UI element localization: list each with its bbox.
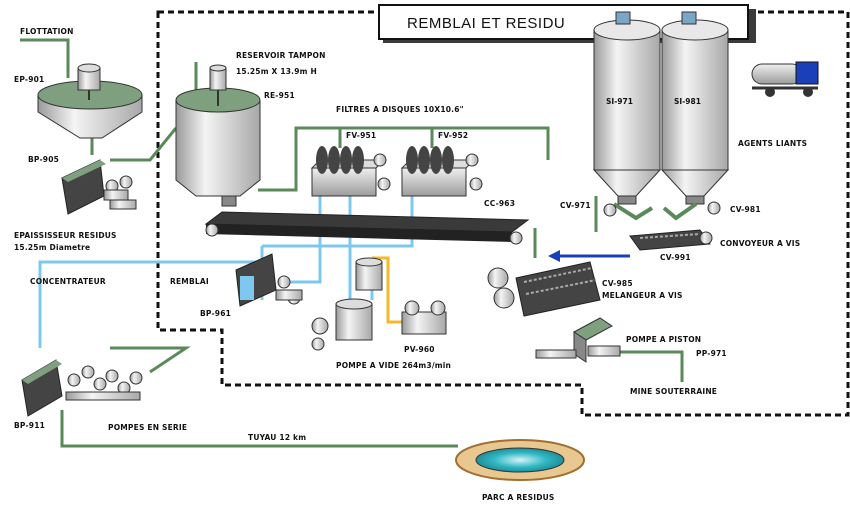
label-pompes-serie: POMPES EN SERIE (108, 423, 187, 432)
silo-si-971 (592, 11, 662, 205)
label-fv-952: FV-952 (438, 131, 468, 140)
label-bp-961: BP-961 (200, 309, 231, 318)
label-agents-liants: AGENTS LIANTS (738, 139, 807, 148)
label-cv-991: CV-991 (660, 253, 691, 262)
label-epaississeur: EPAISSISSEUR RESIDUS (14, 231, 117, 240)
diagram-title: REMBLAI ET RESIDU (407, 15, 565, 32)
label-re-951: RE-951 (264, 91, 295, 100)
silo-si-981 (660, 11, 730, 205)
vacuum-pump-pv-960 (401, 300, 447, 335)
label-pompe-piston: POMPE A PISTON (626, 335, 701, 344)
mixer-cv-985 (487, 261, 601, 317)
label-mine: MINE SOUTERRAINE (630, 387, 717, 396)
label-cv-971: CV-971 (560, 201, 591, 210)
label-flottation: FLOTTATION (20, 27, 74, 36)
label-si-981: SI-981 (674, 97, 701, 106)
series-pumps-bp-911 (21, 359, 143, 417)
label-bp-905: BP-905 (28, 155, 59, 164)
belt-conveyor-cc-963 (204, 211, 530, 245)
label-fv-951: FV-951 (346, 131, 376, 140)
labels: FLOTTATION EP-901 BP-905 EPAISSISSEUR RE… (14, 27, 807, 502)
screw-conveyor-cv-991 (629, 229, 713, 251)
label-tuyau: TUYAU 12 km (248, 433, 306, 442)
label-remblai: REMBLAI (170, 277, 209, 286)
label-melangeur: MELANGEUR A VIS (602, 291, 683, 300)
disc-filter-fv-951 (310, 146, 391, 197)
label-reservoir-dim: 15.25m X 13.9m H (236, 67, 317, 76)
agents-liants-truck (751, 61, 819, 97)
pipe-yellow (372, 256, 404, 324)
label-parc: PARC A RESIDUS (482, 493, 555, 502)
piston-pump-pp-971 (535, 317, 621, 363)
label-si-971: SI-971 (606, 97, 633, 106)
label-epaississeur-dim: 15.25m Diametre (14, 243, 90, 252)
label-cv-985: CV-985 (602, 279, 633, 288)
label-reservoir: RESERVOIR TAMPON (236, 51, 326, 60)
pump-bp-905 (61, 159, 137, 215)
label-cc-963: CC-963 (484, 199, 515, 208)
feeder-cv-981 (662, 201, 721, 221)
tailings-pond (455, 439, 585, 481)
label-pompe-vide: POMPE A VIDE 264m3/min (336, 361, 451, 370)
remblai-boundary (156, 10, 850, 417)
thickener-ep-901 (37, 63, 143, 139)
label-cv-981: CV-981 (730, 205, 761, 214)
label-ep-901: EP-901 (14, 75, 44, 84)
screw-conveyor-arrow (548, 250, 630, 262)
pipes-green (20, 38, 684, 448)
feeder-cv-971 (603, 202, 654, 221)
label-filtres: FILTRES A DISQUES 10X10.6" (336, 105, 464, 114)
label-bp-911: BP-911 (14, 421, 45, 430)
pump-bp-961 (235, 253, 303, 307)
label-pv-960: PV-960 (404, 345, 435, 354)
disc-filter-fv-952 (400, 146, 483, 197)
label-pp-971: PP-971 (696, 349, 727, 358)
vacuum-receiver (311, 257, 383, 351)
label-concentrateur: CONCENTRATEUR (30, 277, 106, 286)
reservoir-re-951 (175, 64, 261, 207)
label-convoyeur: CONVOYEUR A VIS (720, 239, 800, 248)
